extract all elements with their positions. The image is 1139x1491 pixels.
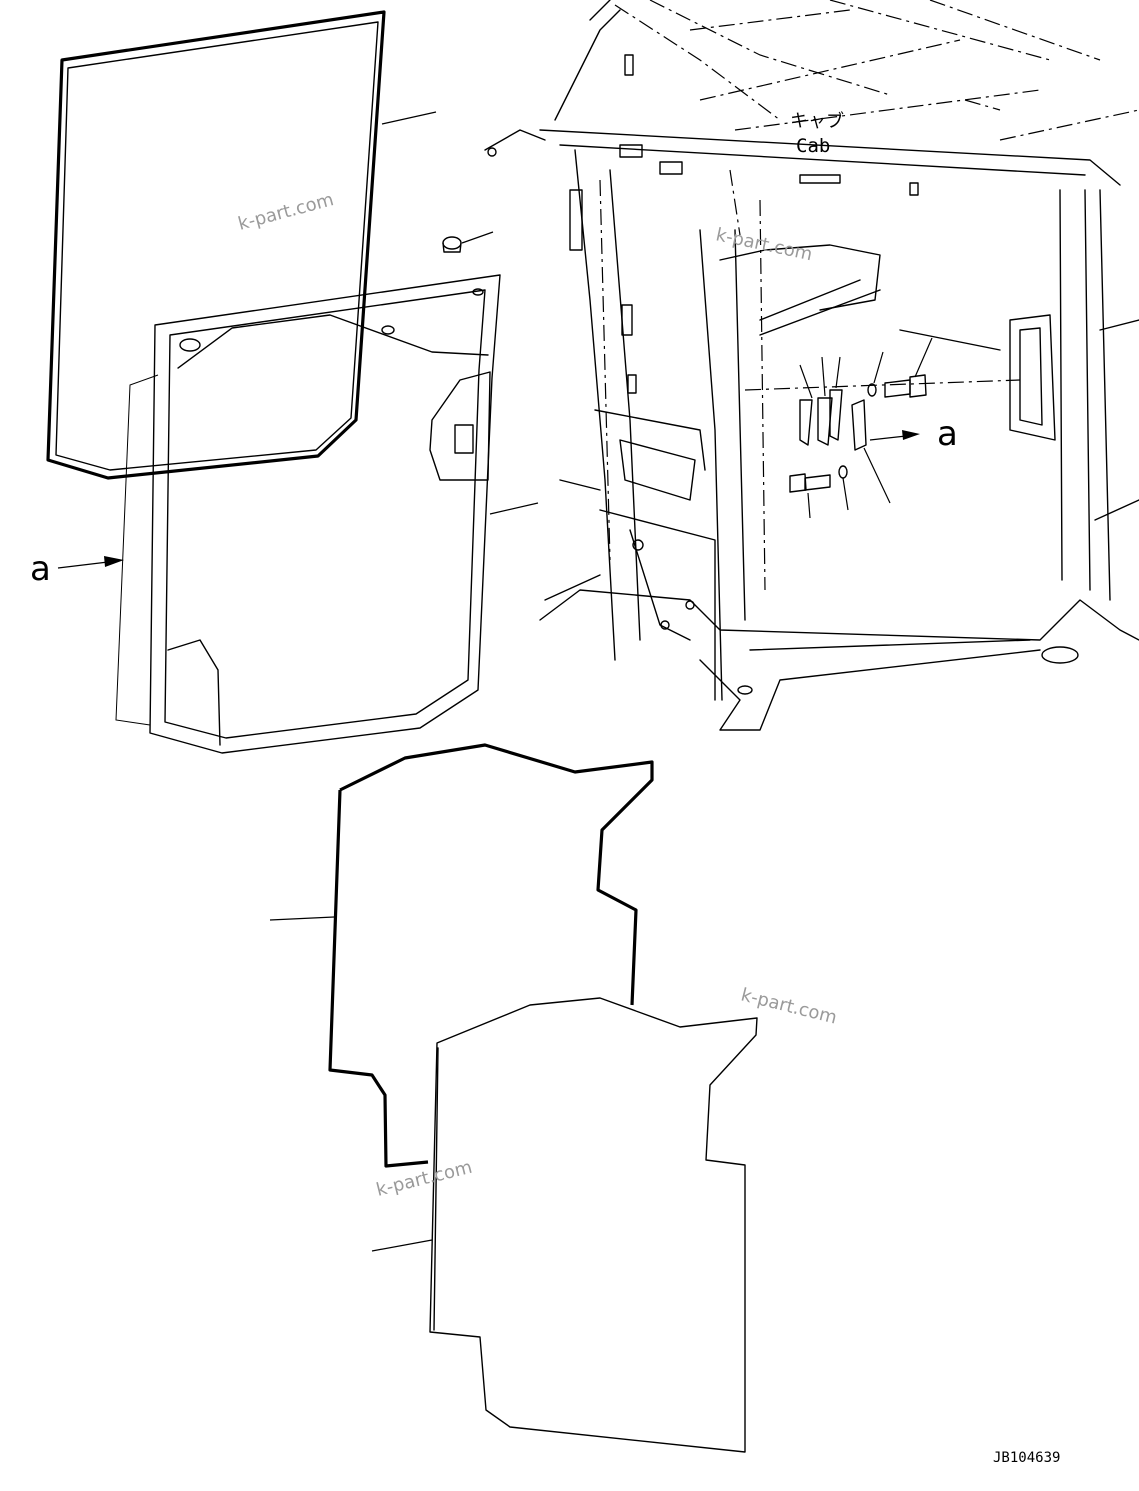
drawing-number: JB104639 [993,1450,1060,1466]
callout-label-left: a [30,549,51,589]
floor-mat-lower [371,997,758,1453]
hinge-bracket-assembly [789,337,933,519]
cab-label-japanese: キャブ [790,110,844,132]
cab-label-english: Cab [796,135,830,157]
watermark: k-part.com [739,984,839,1028]
watermark: k-part.com [236,189,336,235]
cab-structure [484,0,1139,731]
cab-roof [599,0,1139,591]
callout-a-right [869,430,920,441]
window-glass-panel [46,10,437,480]
floor-mat-upper [269,743,654,1168]
door-frame [115,274,539,754]
callout-label-right: a [937,414,958,454]
fastener-cap [442,231,494,253]
callout-a-left [57,556,124,569]
watermark: k-part.com [714,224,814,265]
